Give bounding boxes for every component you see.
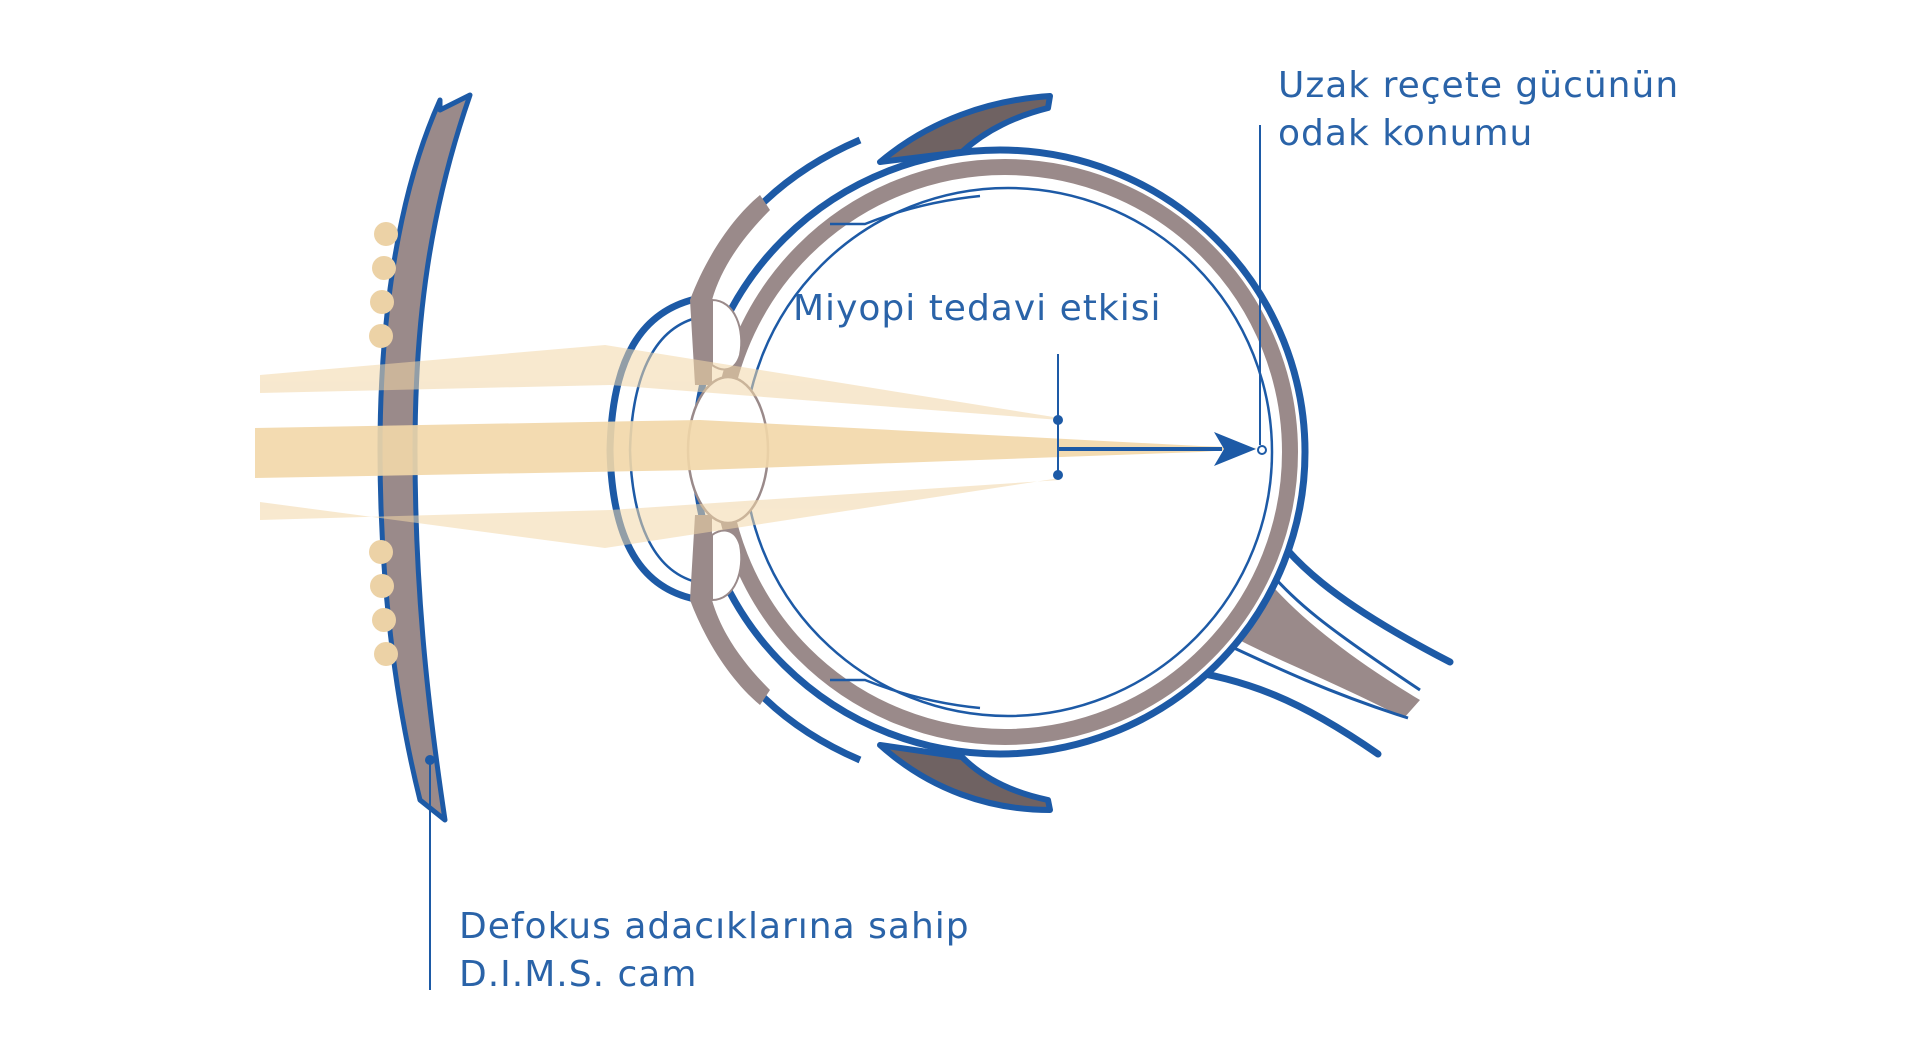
beam-upper <box>260 345 1060 420</box>
lower-eyelid <box>877 742 1053 813</box>
beam-lower <box>260 478 1060 548</box>
far-focus-label-line1: Uzak reçete gücünün <box>1278 65 1680 106</box>
dims-lens-label-line2: D.I.M.S. cam <box>459 954 698 995</box>
retina-edge-top <box>830 194 981 226</box>
defocus-island <box>372 608 396 632</box>
myopia-marker-dot-bottom <box>1053 470 1063 480</box>
beam-center <box>255 420 1260 478</box>
lens-leader-dot <box>425 755 435 765</box>
focus-arrow-head <box>1214 432 1256 466</box>
iris-top <box>690 195 770 385</box>
defocus-island <box>369 540 393 564</box>
dims-lens-label: Defokus adacıklarına sahip D.I.M.S. cam <box>459 903 970 999</box>
iris-bottom <box>690 515 770 705</box>
defocus-island <box>372 256 396 280</box>
focus-point <box>1257 445 1267 455</box>
upper-eyelid <box>877 93 1053 165</box>
defocus-island <box>374 222 398 246</box>
myopia-marker-dot-top <box>1053 415 1063 425</box>
defocus-island <box>369 324 393 348</box>
defocus-islands <box>369 222 398 666</box>
dims-lens <box>377 92 473 823</box>
light-beams <box>260 345 1060 548</box>
defocus-island <box>374 642 398 666</box>
myopia-effect-label: Miyopi tedavi etkisi <box>793 285 1162 333</box>
retina-edge-bottom <box>830 678 981 710</box>
far-focus-label: Uzak reçete gücünün odak konumu <box>1278 62 1679 158</box>
defocus-island <box>370 574 394 598</box>
defocus-island <box>370 290 394 314</box>
dims-lens-label-line1: Defokus adacıklarına sahip <box>459 906 970 947</box>
ciliary-bottom <box>711 529 743 602</box>
myopia-effect-text: Miyopi tedavi etkisi <box>793 288 1162 329</box>
far-focus-label-line2: odak konumu <box>1278 113 1534 154</box>
